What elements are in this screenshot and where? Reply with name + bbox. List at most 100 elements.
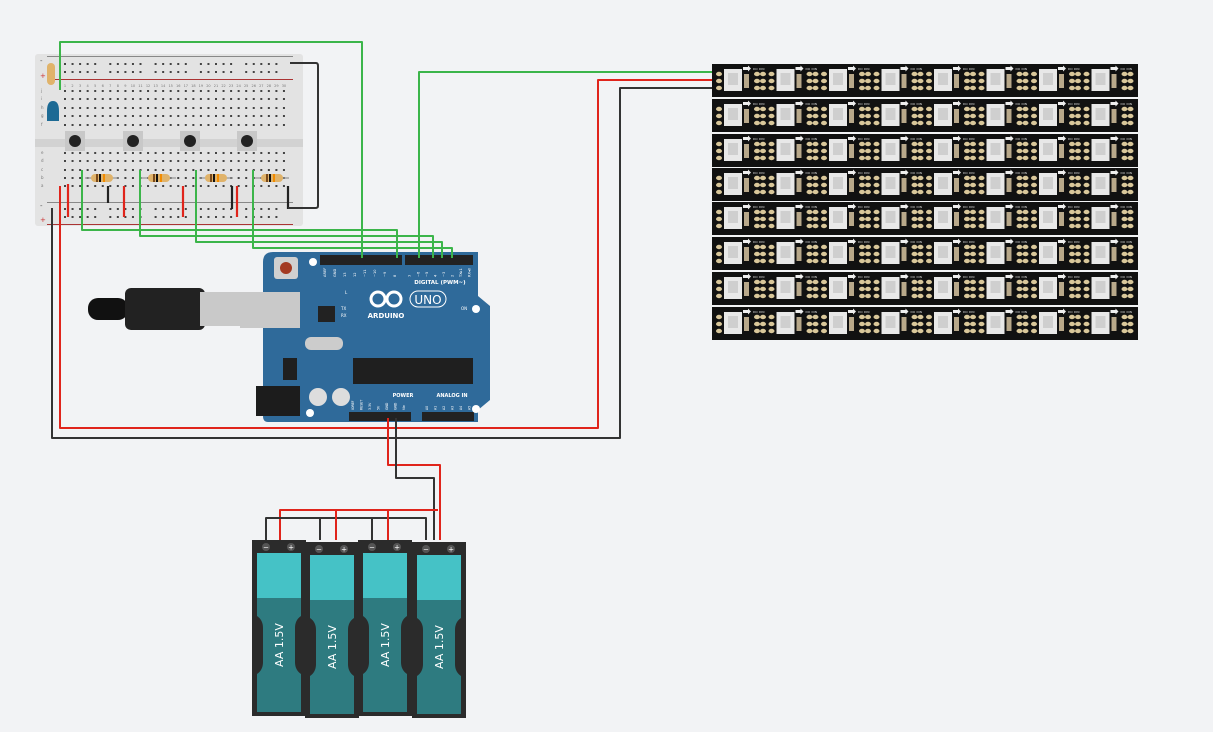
solder-pad [1127,223,1134,229]
solder-pad [1022,175,1029,181]
breadboard-hole [162,98,165,100]
solder-pad [1127,244,1134,250]
solder-pad [859,141,865,147]
red-wire[interactable] [279,509,438,540]
blue-led[interactable] [47,101,59,121]
column-number: 12 [146,84,150,88]
solder-pad [760,182,766,188]
power-pin-label: IOREF [351,400,355,410]
battery-holder[interactable]: −+AA 1.5V [412,542,466,718]
resistor[interactable] [261,174,283,182]
solder-pad [859,223,865,229]
resistor[interactable] [91,174,113,182]
solder-pad [865,258,871,264]
rail-hole [162,63,165,65]
solder-pad [926,141,932,147]
green-wire[interactable] [195,170,443,258]
breadboard-hole [215,98,217,100]
green-wire[interactable] [252,170,453,258]
column-number: 14 [161,84,166,88]
resistor-band [96,174,98,182]
red-wire[interactable] [387,418,441,540]
led-die [1043,246,1053,258]
red-wire[interactable] [335,510,389,540]
plus-sign: + [288,544,294,552]
rail-hole [260,208,263,210]
rail-hole [184,208,187,210]
battery-pack[interactable]: −+AA 1.5V−+AA 1.5V−+AA 1.5V−+AA 1.5V [252,540,466,718]
arduino-uno[interactable]: ARDUINO UNO DIGITAL (PWM~) POWER ANALOG … [88,252,490,422]
solder-pad [964,189,970,195]
battery-holder[interactable]: −+AA 1.5V [305,542,359,718]
rail-hole [169,71,172,73]
rail-hole [154,216,157,218]
solder-pad [873,258,880,264]
solder-pad [1069,251,1075,257]
breadboard-hole [86,107,89,109]
breadboard-hole [79,160,82,162]
battery-holder[interactable]: −+AA 1.5V [252,540,306,716]
battery-holder[interactable]: −+AA 1.5V [358,540,412,716]
breadboard-hole [275,98,278,100]
led-die [885,143,896,155]
green-wire[interactable] [81,170,398,258]
resistor[interactable] [47,63,55,85]
solder-pad [926,216,932,222]
led-die [780,316,791,328]
breadboard-hole [192,177,195,179]
breadboard-hole [154,124,157,126]
solder-pad [917,223,924,229]
solder-pad [917,216,924,222]
red-wire[interactable] [59,79,712,429]
breadboard-hole [222,115,225,117]
solder-pad [970,85,976,91]
breadboard-hole [282,115,285,117]
solder-pad [978,216,985,222]
solder-pad [917,120,924,126]
resistor[interactable] [205,174,227,182]
solder-pad [865,328,871,334]
breadboard-hole [147,160,150,162]
pad-label-do: DO [1016,137,1021,141]
resistor[interactable] [148,174,170,182]
rail-hole [139,63,142,65]
black-wire[interactable] [51,87,712,439]
pad-label-do: DO [753,275,758,279]
solder-pad [865,314,871,320]
smd-capacitor [901,178,907,192]
solder-pad [964,85,970,91]
breadboard-hole [245,169,248,171]
solder-pad [1083,106,1090,112]
pad-label-din: DIN [1127,275,1132,279]
solder-pad [1127,258,1134,264]
breadboard-hole [230,169,233,171]
solder-pad [964,321,970,327]
rail-hole [79,208,82,210]
green-wire[interactable] [418,71,712,258]
breadboard-hole [282,90,285,92]
led-die [990,211,1001,223]
black-wire[interactable] [265,517,427,540]
solder-pad [716,314,722,320]
arrow-right-icon [953,135,961,142]
green-wire[interactable] [59,41,363,258]
pad-label-din: DIN [812,102,817,106]
black-wire[interactable] [395,418,435,540]
smd-capacitor [796,212,802,226]
black-wire[interactable] [288,62,319,209]
wires[interactable] [51,41,712,540]
solder-pad [1121,223,1128,229]
minus-sign: − [263,544,269,552]
solder-pad [873,209,880,215]
